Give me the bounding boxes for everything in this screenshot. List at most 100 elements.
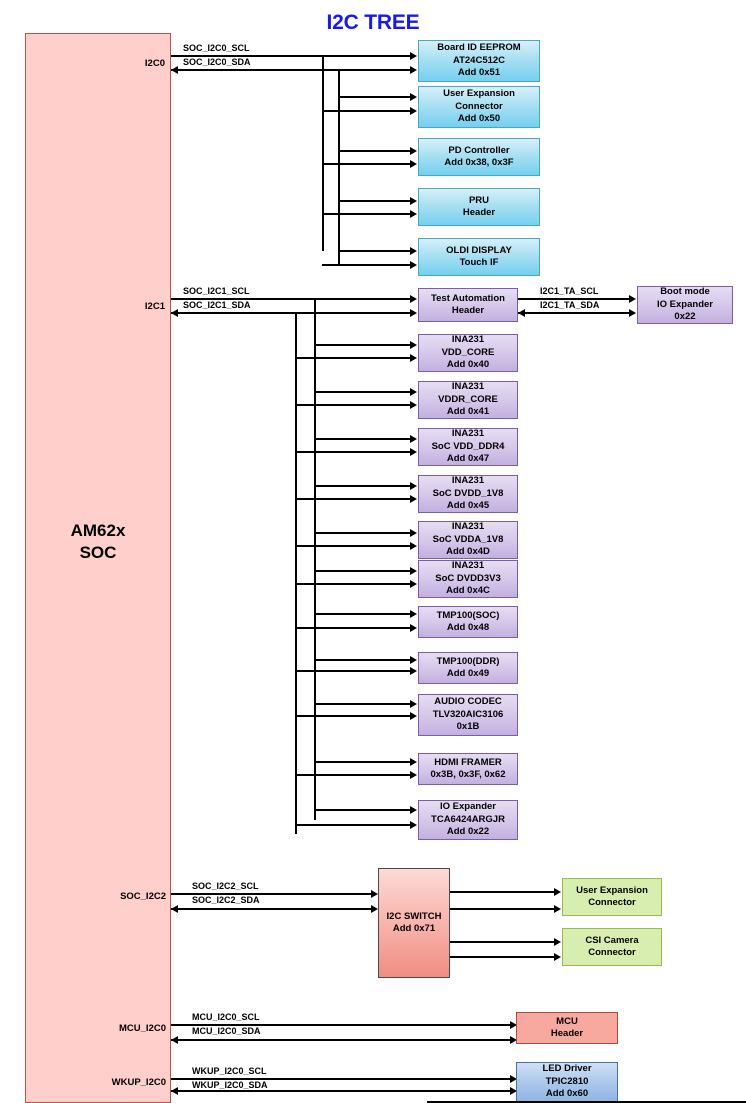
signal-label-mcu-i2c0-scl: MCU_I2C0_SCL bbox=[192, 1012, 260, 1022]
arrow-switch-csi-sda bbox=[554, 952, 561, 961]
wire-i2c0-scl-userexp bbox=[338, 96, 411, 98]
wire-switch-userexp-scl bbox=[450, 891, 555, 893]
arrow-i2c1-sda-ta bbox=[410, 308, 417, 317]
device-box-user-expansion-connector-i2c0: User Expansion Connector Add 0x50 bbox=[418, 86, 540, 128]
device-line: Add 0x22 bbox=[446, 826, 490, 838]
arrow-i2c1-scl-ina-vddr-core bbox=[410, 387, 417, 396]
device-box-ina231-soc-dvdd3v3: INA231 SoC DVDD3V3 Add 0x4C bbox=[418, 560, 518, 598]
arrow-i2c1-sda-ina-dvdd3v3 bbox=[410, 579, 417, 588]
port-label-wkup-i2c0: WKUP_I2C0 bbox=[111, 1077, 166, 1088]
device-line: Add 0x51 bbox=[457, 67, 501, 79]
device-box-hdmi-framer: HDMI FRAMER 0x3B, 0x3F, 0x62 bbox=[418, 753, 518, 785]
arrow-mcu-i2c0-scl bbox=[510, 1020, 517, 1029]
device-line: TLV320AIC3106 bbox=[432, 708, 504, 720]
device-line: Touch IF bbox=[459, 257, 499, 268]
device-box-boot-mode-io-expander: Boot mode IO Expander 0x22 bbox=[637, 286, 733, 324]
signal-label-soc-i2c1-sda: SOC_I2C1_SDA bbox=[183, 300, 251, 310]
device-box-tmp100-soc: TMP100(SOC) Add 0x48 bbox=[418, 606, 518, 638]
device-box-ina231-soc-vdd-ddr4: INA231 SoC VDD_DDR4 Add 0x47 bbox=[418, 428, 518, 466]
device-line: Test Automation bbox=[431, 292, 505, 304]
wire-i2c1-sda-tmp100-soc bbox=[295, 627, 411, 629]
arrow-i2c0-scl-eeprom bbox=[410, 51, 417, 60]
wire-switch-csi-scl bbox=[450, 941, 555, 943]
device-line: LED Driver bbox=[542, 1063, 592, 1075]
device-box-csi-camera-connector: CSI Camera Connector bbox=[562, 928, 662, 966]
wire-i2c1-scl-rail bbox=[314, 298, 316, 820]
device-line: Boot mode bbox=[660, 286, 710, 298]
arrow-i2c1-sda-audio-codec bbox=[410, 711, 417, 720]
device-box-ina231-vddr-core: INA231 VDDR_CORE Add 0x41 bbox=[418, 381, 518, 419]
arrow-i2c1-scl-ina-dvdd-1v8 bbox=[410, 481, 417, 490]
arrow-i2c1-scl-hdmi-framer bbox=[410, 757, 417, 766]
arrow-i2c1-sda-tmp100-soc bbox=[410, 623, 417, 632]
page-title: I2C TREE bbox=[326, 11, 420, 34]
arrow-i2c1-scl-audio-codec bbox=[410, 699, 417, 708]
wire-mcu-i2c0-scl bbox=[171, 1024, 511, 1026]
device-line: User Expansion bbox=[576, 884, 648, 896]
device-box-oldi-display: OLDI DISPLAY Touch IF bbox=[418, 238, 540, 276]
arrow-mcu-i2c0-sda bbox=[510, 1035, 517, 1044]
wire-i2c0-sda-pd bbox=[322, 163, 411, 165]
wire-switch-csi-sda bbox=[450, 956, 555, 958]
arrow-i2c2-sda-to-soc bbox=[171, 904, 178, 913]
device-line: Add 0x40 bbox=[446, 359, 490, 371]
arrow-ta-bootmode-scl bbox=[629, 294, 636, 303]
wire-i2c1-scl-ina-vdd-core bbox=[314, 344, 411, 346]
wire-i2c0-sda-pru bbox=[322, 213, 411, 215]
arrow-i2c1-sda-hdmi-framer bbox=[410, 770, 417, 779]
wire-i2c1-sda-io-expander bbox=[295, 824, 411, 826]
arrow-i2c1-sda-io-expander bbox=[410, 820, 417, 829]
device-line: VDDR_CORE bbox=[438, 393, 498, 405]
device-line: CSI Camera bbox=[585, 934, 639, 946]
wire-i2c1-scl-ina-dvdd-1v8 bbox=[314, 485, 411, 487]
wire-i2c1-sda-ina-dvdd-1v8 bbox=[295, 498, 411, 500]
wire-i2c0-scl-pd bbox=[338, 150, 411, 152]
device-line: PRU bbox=[468, 194, 490, 206]
wire-i2c1-scl-ina-vddr-core bbox=[314, 391, 411, 393]
arrow-i2c1-scl-ina-dvdd3v3 bbox=[410, 566, 417, 575]
port-label-i2c1: I2C1 bbox=[144, 301, 165, 312]
arrow-i2c0-scl-oldi bbox=[410, 246, 417, 255]
wire-switch-userexp-sda bbox=[450, 908, 555, 910]
arrow-i2c1-scl-io-expander bbox=[410, 805, 417, 814]
device-line: I2C SWITCH bbox=[386, 910, 442, 922]
arrow-i2c1-sda-ina-vdda-1v8 bbox=[410, 541, 417, 550]
arrow-switch-userexp-sda bbox=[554, 904, 561, 913]
signal-label-wkup-i2c0-scl: WKUP_I2C0_SCL bbox=[192, 1066, 267, 1076]
arrow-i2c0-scl-userexp bbox=[410, 92, 417, 101]
wire-mcu-i2c0-sda bbox=[171, 1039, 511, 1041]
device-line: Connector bbox=[588, 897, 636, 908]
wire-i2c1-scl-ina-vdd-ddr4 bbox=[314, 438, 411, 440]
wire-i2c1-sda-ina-vdd-core bbox=[295, 357, 411, 359]
arrow-i2c0-sda-pru bbox=[410, 209, 417, 218]
arrow-i2c0-sda-to-soc bbox=[171, 65, 178, 74]
device-box-i2c-switch: I2C SWITCH Add 0x71 bbox=[378, 868, 450, 978]
device-line: INA231 bbox=[451, 560, 485, 572]
device-line: Add 0x49 bbox=[446, 668, 490, 679]
device-line: Add 0x60 bbox=[545, 1088, 589, 1100]
signal-label-soc-i2c0-sda: SOC_I2C0_SDA bbox=[183, 57, 251, 67]
arrow-i2c1-sda-ina-vdd-core bbox=[410, 353, 417, 362]
wire-i2c1-scl-hdmi-framer bbox=[314, 761, 411, 763]
arrow-i2c1-sda-ina-dvdd-1v8 bbox=[410, 494, 417, 503]
device-line: Add 0x38, 0x3F bbox=[444, 157, 514, 168]
arrow-mcu-i2c0-sda-to-soc bbox=[171, 1035, 178, 1044]
signal-label-soc-i2c0-scl: SOC_I2C0_SCL bbox=[183, 43, 250, 53]
device-line: TPIC2810 bbox=[545, 1075, 589, 1087]
device-line: INA231 bbox=[451, 381, 485, 393]
device-line: SoC VDDA_1V8 bbox=[432, 533, 504, 545]
device-line: 0x22 bbox=[674, 311, 696, 323]
device-box-pru-header: PRU Header bbox=[418, 188, 540, 226]
device-line: Add 0x4C bbox=[446, 585, 490, 597]
arrow-i2c1-sda-tmp100-ddr bbox=[410, 666, 417, 675]
wire-i2c1-scl-io-expander bbox=[314, 809, 411, 811]
arrow-i2c0-sda-userexp bbox=[410, 106, 417, 115]
arrow-wkup-i2c0-scl bbox=[510, 1074, 517, 1083]
wire-i2c1-sda-audio-codec bbox=[295, 715, 411, 717]
device-line: Add 0x45 bbox=[446, 500, 490, 512]
device-line: Add 0x48 bbox=[446, 622, 490, 633]
arrow-i2c0-sda-eeprom bbox=[410, 65, 417, 74]
device-box-ina231-soc-vdda-1v8: INA231 SoC VDDA_1V8 Add 0x4D bbox=[418, 521, 518, 559]
wire-i2c1-sda-tmp100-ddr bbox=[295, 670, 411, 672]
wire-i2c1-sda-rail bbox=[295, 312, 297, 834]
